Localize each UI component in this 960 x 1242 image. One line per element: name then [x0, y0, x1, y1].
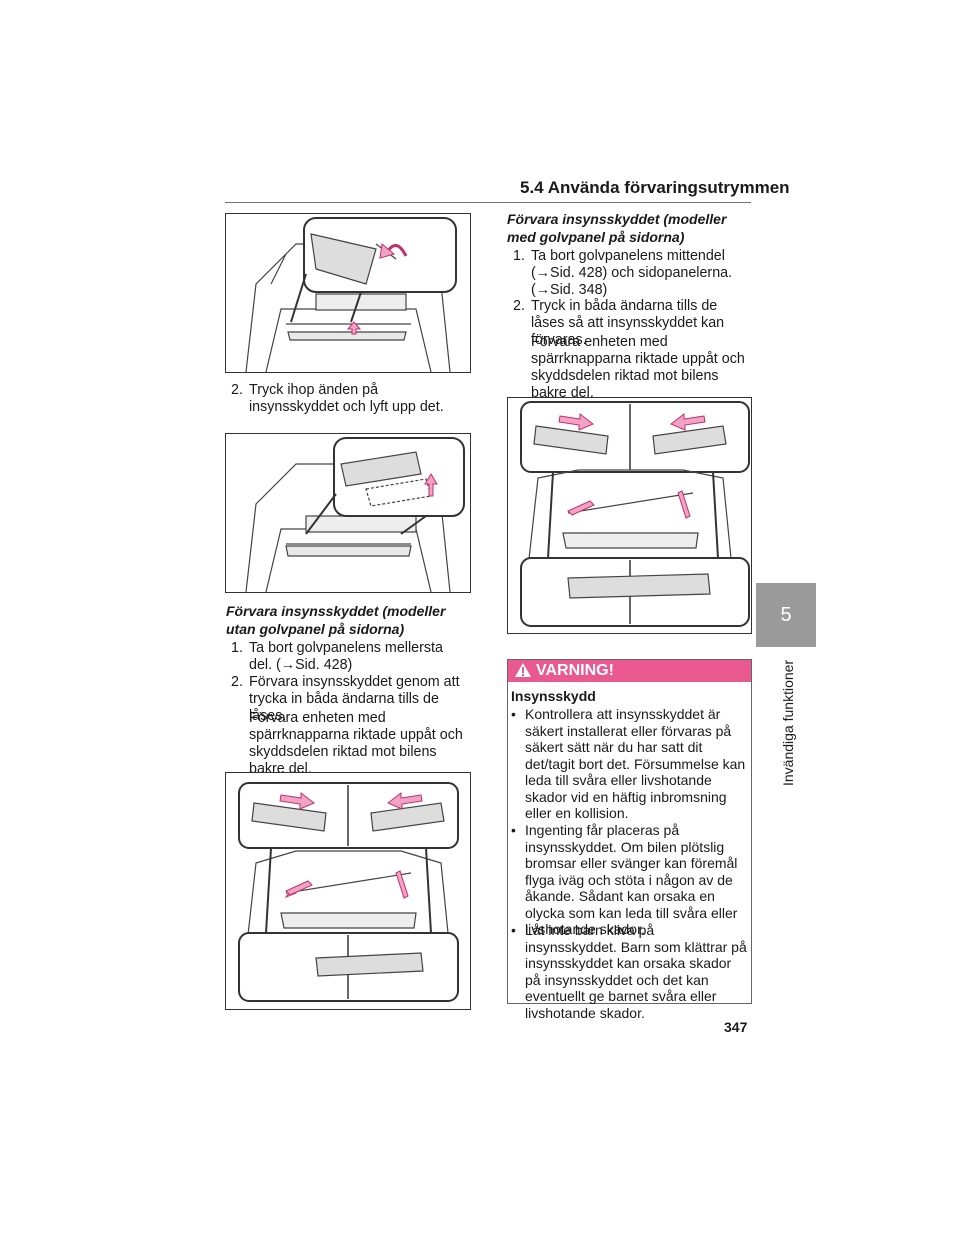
- step-number: 2.: [231, 382, 243, 398]
- heading-with-side-panels: Förvara insynsskyddet (modeller med golv…: [507, 211, 727, 245]
- left-step-1: 1. Ta bort golvpanelens mellersta del. (…: [231, 640, 461, 674]
- heading-without-side-panels: Förvara insynsskyddet (modeller utan gol…: [226, 603, 446, 637]
- bullet-dot: •: [511, 822, 516, 838]
- bullet-text: Låt inte barn kliva på insynsskyddet. Ba…: [525, 922, 747, 1021]
- chapter-label-container: Invändiga funktioner: [752, 656, 796, 826]
- warning-bullet: • Kontrollera att insynsskyddet är säker…: [511, 706, 749, 822]
- warning-triangle-icon: [514, 662, 532, 683]
- step-text: Tryck in båda ändarna tills de låses så …: [531, 298, 725, 348]
- right-step-1: 1. Ta bort golvpanelens mittendel (→Sid.…: [513, 248, 745, 299]
- step-text: Ta bort golvpanelens mellersta del. (→Si…: [249, 640, 443, 673]
- figure-cover-compress: [225, 433, 471, 593]
- bullet-dot: •: [511, 922, 516, 938]
- figure-store-right: [507, 397, 752, 634]
- warning-title: Insynsskydd: [511, 688, 596, 704]
- figure-store-left: [225, 772, 471, 1010]
- step-text: Tryck ihop änden på insynsskyddet och ly…: [249, 382, 444, 415]
- warning-label: VARNING!: [536, 662, 614, 679]
- bullet-text: Ingenting får placeras på insynsskyddet.…: [525, 822, 738, 937]
- page-number: 347: [724, 1019, 748, 1035]
- warning-box: VARNING! Insynsskydd • Kontrollera att i…: [507, 659, 752, 1021]
- section-title: 5.4 Använda förvaringsutrymmen: [520, 178, 790, 197]
- header-rule: [225, 202, 751, 203]
- left-step-2: 2. Förvara insynsskyddet genom att tryck…: [231, 674, 461, 725]
- figure-cover-lift: [225, 213, 471, 373]
- step-text: Förvara insynsskyddet genom att trycka i…: [249, 674, 460, 724]
- warning-bullet: • Låt inte barn kliva på insynsskyddet. …: [511, 922, 749, 1021]
- left-note: Förvara enheten med spärrknapparna rikta…: [249, 710, 463, 777]
- step-number: 1.: [231, 640, 243, 656]
- bullet-dot: •: [511, 706, 516, 722]
- warning-header: VARNING!: [508, 660, 751, 682]
- step-2-lift: 2. Tryck ihop änden på insynsskyddet och…: [231, 382, 461, 416]
- right-step-2: 2. Tryck in båda ändarna tills de låses …: [513, 298, 745, 349]
- warning-bullet: • Ingenting får placeras på insynsskydde…: [511, 822, 749, 938]
- bullet-text: Kontrollera att insynsskyddet är säkert …: [525, 706, 746, 821]
- step-text: Ta bort golvpanelens mittendel (→Sid. 42…: [531, 248, 733, 298]
- step-number: 1.: [513, 248, 525, 264]
- step-number: 2.: [513, 298, 525, 314]
- chapter-tab: 5: [756, 583, 816, 647]
- step-number: 2.: [231, 674, 243, 690]
- chapter-label: Invändiga funktioner: [780, 659, 796, 786]
- right-note: Förvara enheten med spärrknapparna rikta…: [531, 334, 745, 401]
